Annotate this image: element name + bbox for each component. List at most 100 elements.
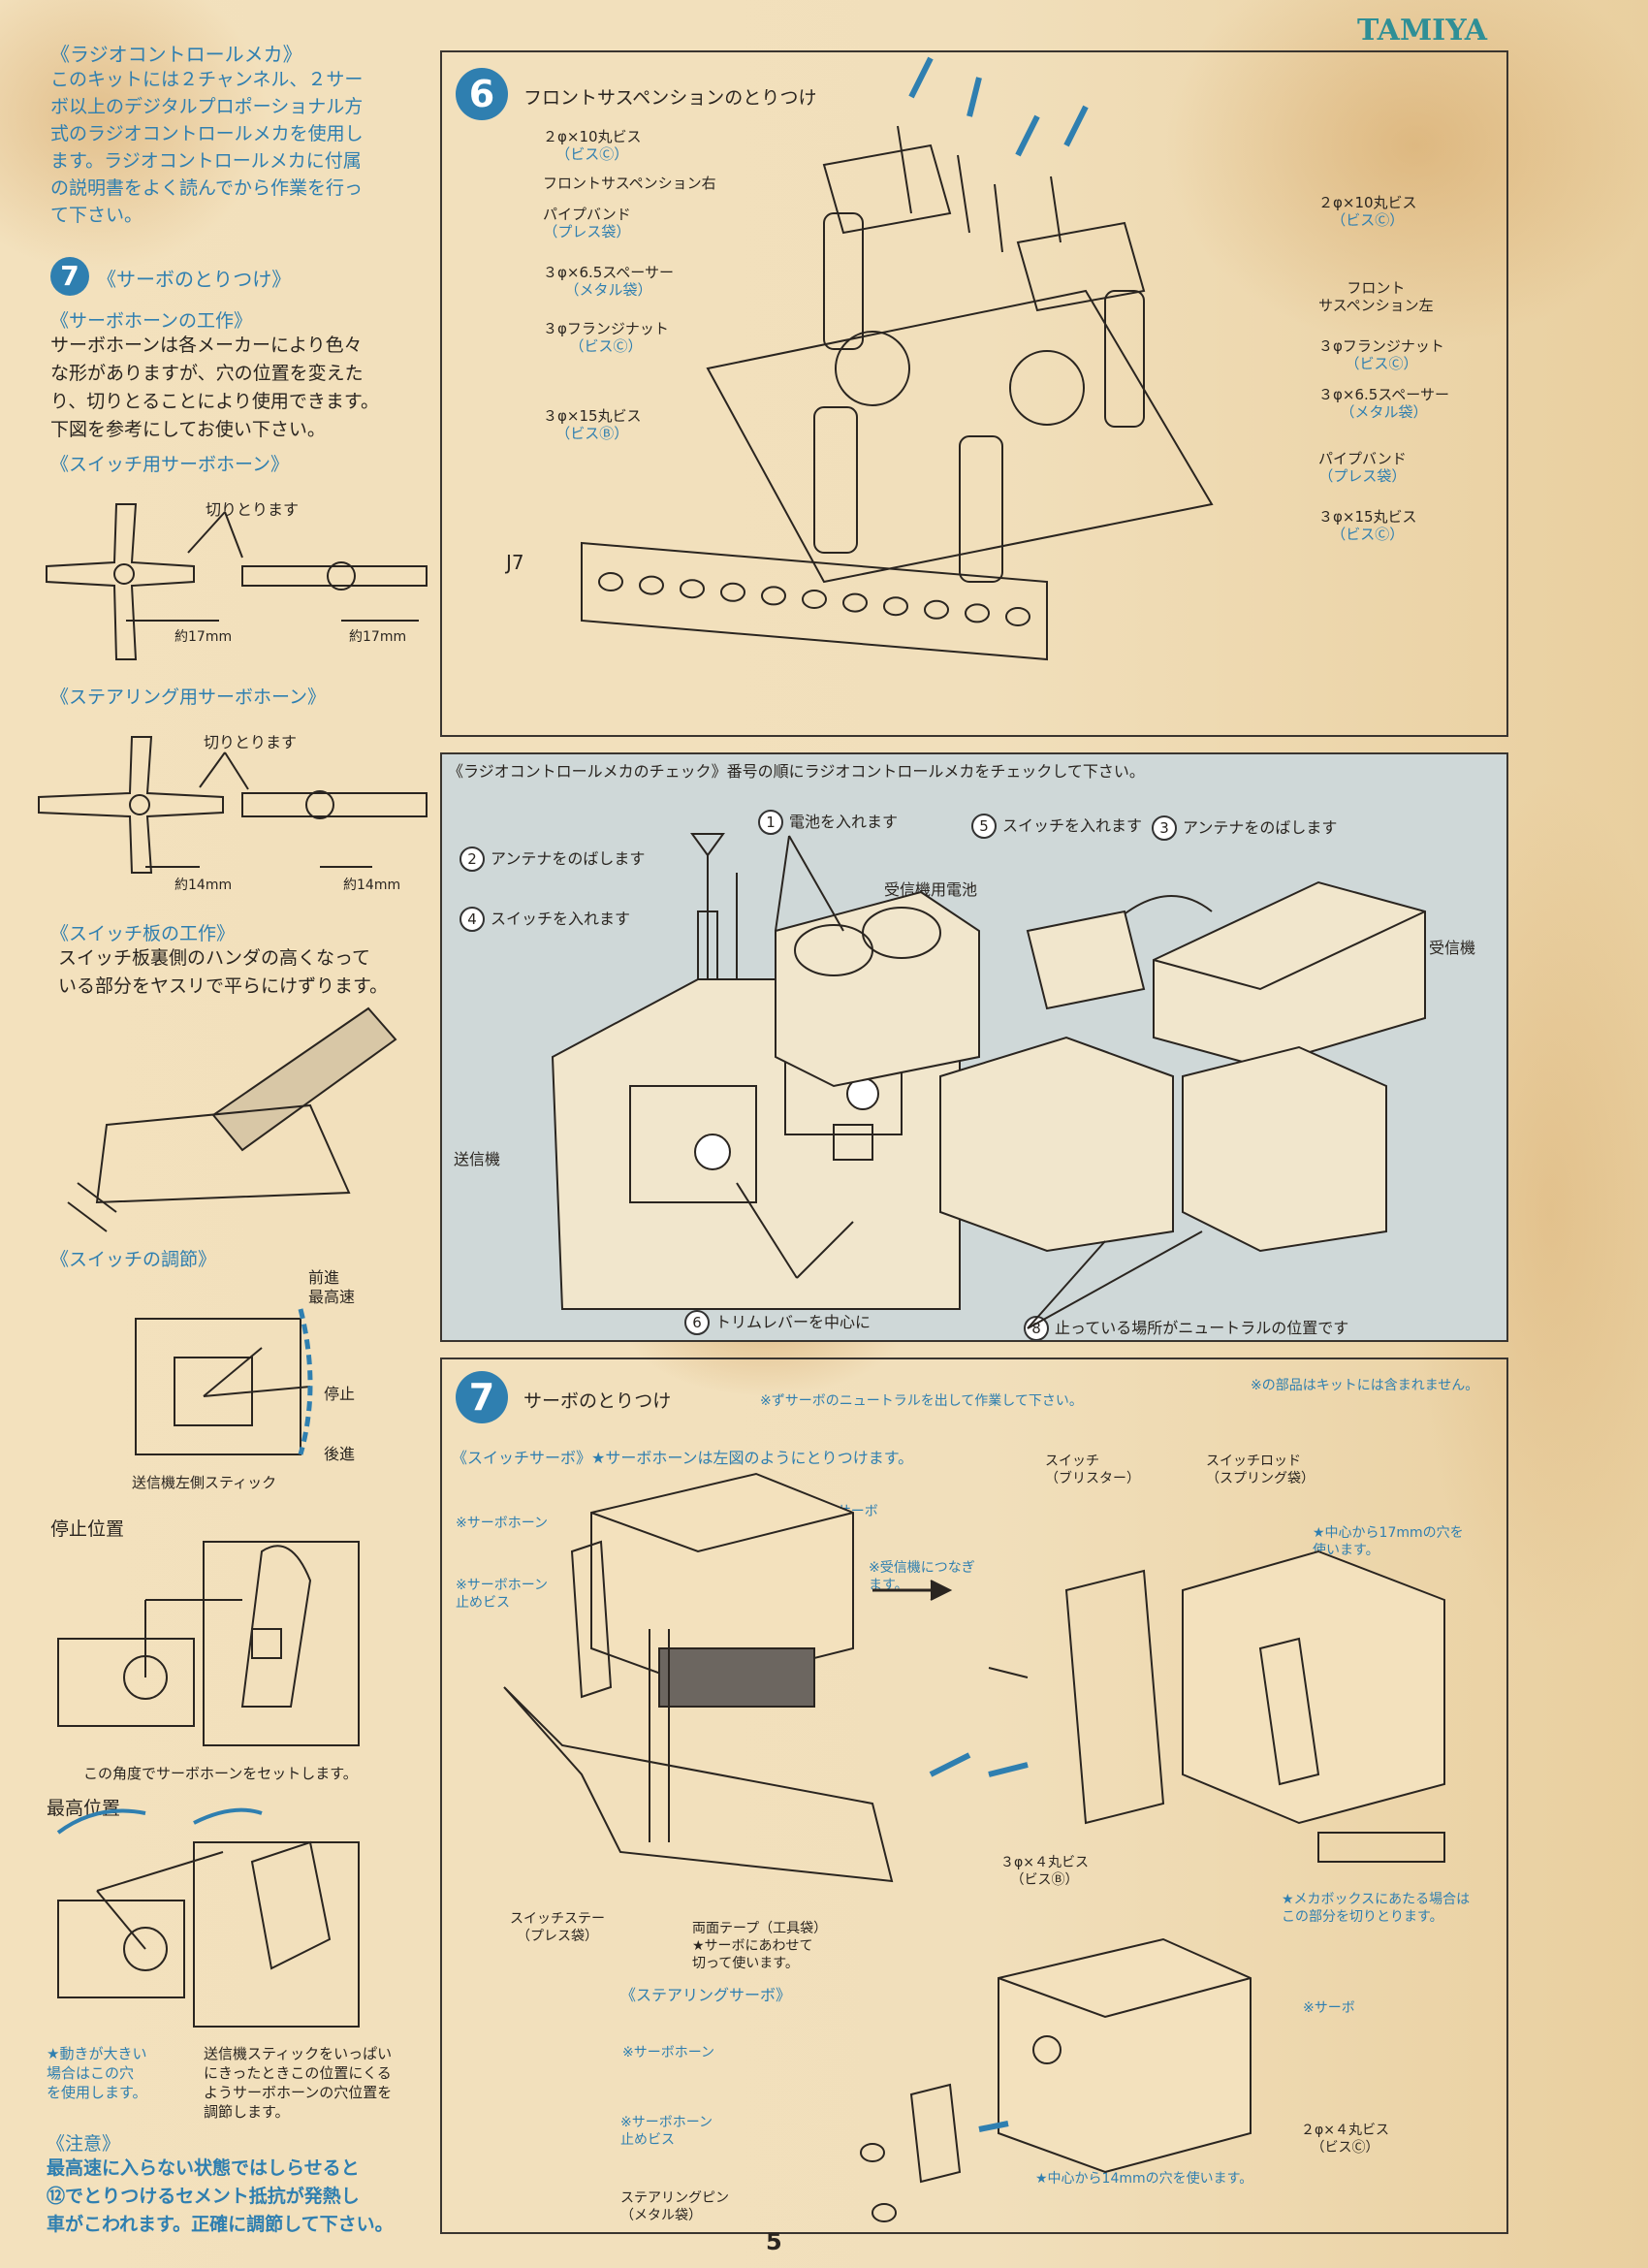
check-step-number: 5 [971, 814, 997, 839]
s-horn-screw-label: ※サーボホーン 止めビス [620, 2115, 713, 2148]
s-servo-horn-label: ※サーボホーン [622, 2045, 715, 2060]
big-move-note: ★動きが大きい場合はこの穴を使用します。 [47, 2044, 147, 2102]
stop-position-drawing [57, 1541, 360, 1746]
caution-line: 最高速に入らない状態ではしらせると [47, 2157, 360, 2179]
step6-right-label-text: ２φ×10丸ビス [1318, 194, 1417, 211]
dim-14-a: 約14mm [174, 878, 233, 893]
steering-servo-horn-drawing [38, 736, 428, 874]
tx-label: Tx2 [820, 1150, 847, 1167]
mecha-note: ★メカボックスにあたる場合は この部分を切りとります。 [1282, 1892, 1471, 1925]
max-position-drawing [56, 1807, 360, 2028]
horn-work-header: 《サーボホーンの工作》 [50, 310, 253, 332]
step-7-badge: 7 [50, 257, 89, 296]
step-7-panel [440, 1358, 1508, 2234]
file-drawing [67, 1006, 397, 1232]
horn-work-line: サーボホーンは各メーカーにより色々 [50, 335, 363, 356]
check-step-number: 6 [684, 1310, 710, 1335]
switch-plate-line: いる部分をヤスリで平らにけずります。 [58, 975, 389, 997]
stop-label: 停止 [324, 1385, 356, 1403]
transmitter-label: 送信機 [454, 1150, 501, 1168]
check-step-text: アンテナをのばします [1183, 818, 1338, 837]
s-servo-label: ※サーボ [1303, 2000, 1355, 2016]
page-number: 5 [766, 2228, 782, 2255]
step6-right-label-text: ３φフランジナット [1318, 337, 1444, 355]
step6-left-label-5: ３φ×15丸ビス（ビスⒷ） [543, 407, 642, 442]
forward-max-label: 前進 最高速 [308, 1268, 356, 1306]
horn-work-line: な形がありますが、穴の位置を変えた [50, 363, 364, 384]
max-note-line: ようサーボホーンの穴位置を [204, 2084, 393, 2101]
step6-left-label-text: フロントサスペンション右 [543, 175, 716, 192]
big-move-note-line: 場合はこの穴 [47, 2064, 135, 2082]
reverse-label: 後進 [324, 1445, 356, 1463]
servo1-label: 1スイッチ用 サーボ [975, 1072, 1058, 1107]
rc-text-line: ます。ラジオコントロールメカに付属 [50, 150, 362, 172]
rc-header: 《ラジオコントロールメカ》 [50, 43, 302, 66]
step-7-panel-badge: 7 [456, 1371, 508, 1423]
check-step-text: トリムレバーを中心に [715, 1313, 872, 1331]
servo2-label: 2ステアリング用 サーボ [1237, 1082, 1348, 1117]
switch-stay-label: スイッチステー （プレス袋） [510, 1911, 605, 1944]
step6-right-label-4: パイプバンド（プレス袋） [1318, 450, 1407, 485]
rc-text-line: て下さい。 [50, 205, 143, 226]
check-step-number: 1 [758, 810, 783, 835]
rc-text-line: ボ以上のデジタルプロポーショナル方 [50, 96, 364, 117]
switch-plate-header: 《スイッチ板の工作》 [50, 923, 236, 944]
stick-label: 送信機左側スティック [132, 1474, 277, 1491]
switch-label: スイッチ （ブリスター） [1045, 1453, 1140, 1486]
cut-label-1: 切りとります [206, 500, 300, 519]
step6-left-label-3: ３φ×6.5スペーサー（メタル袋） [543, 264, 674, 299]
step-6-title: フロントサスペンションのとりつけ [523, 87, 817, 109]
step6-left-label-text: パイプバンド [543, 206, 631, 223]
servo-label: ※サーボ [826, 1504, 878, 1519]
hole14-label: ★中心から14mmの穴を使います。 [1035, 2171, 1253, 2187]
check-step-text: 止っている場所がニュートラルの位置です [1055, 1319, 1349, 1337]
step6-right-label-source: （メタル袋） [1340, 403, 1428, 421]
servo-horn-label: ※サーボホーン [456, 1516, 549, 1531]
receiver-label: 受信機 [1429, 939, 1476, 957]
step6-right-label-source: （ビスⒸ） [1331, 211, 1405, 229]
step6-right-label-text: ３φ×15丸ビス [1318, 508, 1417, 526]
dim-14-b: 約14mm [343, 878, 401, 893]
step6-left-label-source: （ビスⒸ） [569, 337, 643, 355]
max-note-line: 調節します。 [204, 2103, 290, 2121]
cut-label-2: 切りとります [204, 733, 298, 751]
step6-left-label-source: （プレス袋） [543, 223, 631, 240]
stop-position-title: 停止位置 [50, 1518, 125, 1540]
step6-left-label-text: ２φ×10丸ビス [543, 128, 642, 145]
screw-2x4-label: ２φ×４丸ビス （ビスⒸ） [1301, 2123, 1389, 2156]
horn-work-line: 下図を参考にしてお使い下さい。 [50, 419, 326, 440]
caution-line: 車がこわれます。正確に調節して下さい。 [47, 2214, 394, 2235]
check-step-6: 6 トリムレバーを中心に [684, 1309, 871, 1335]
stop-caption: この角度でサーボホーンをセットします。 [83, 1765, 358, 1782]
to-receiver-label: ※受信機につなぎ ます。 [869, 1560, 975, 1593]
rc-text: このキットには２チャンネル、２サーボ以上のデジタルプロポーショナル方式のラジオコ… [50, 66, 364, 229]
check-step-5: 5 スイッチを入れます [971, 813, 1142, 839]
check-header: 《ラジオコントロールメカのチェック》番号の順にラジオコントロールメカをチェックし… [448, 762, 1145, 781]
big-move-note-line: を使用します。 [47, 2084, 147, 2101]
screw-3x4-label: ３φ×４丸ビス （ビスⒷ） [1000, 1855, 1089, 1888]
step6-right-label-text: パイプバンド [1318, 450, 1407, 467]
switch-horn-header: 《スイッチ用サーボホーン》 [50, 454, 290, 475]
caution-header: 《注意》 [47, 2133, 121, 2155]
horn-work-line: り、切りとることにより使用できます。 [50, 391, 379, 412]
check-step-8: 8 止っている場所がニュートラルの位置です [1024, 1315, 1348, 1341]
step6-left-label-0: ２φ×10丸ビス（ビスⒸ） [543, 128, 642, 163]
step6-right-label-0: ２φ×10丸ビス（ビスⒸ） [1318, 194, 1417, 229]
brand-logo: TAMIYA [1357, 14, 1487, 48]
max-note-line: 送信機スティックをいっぱい [204, 2045, 393, 2062]
check-step-number: 8 [1024, 1316, 1049, 1341]
check-step-text: スイッチを入れます [1002, 816, 1143, 835]
step6-left-label-1: フロントサスペンション右 [543, 175, 716, 192]
switch-rod-label: スイッチロッド （スプリング袋） [1206, 1453, 1315, 1486]
check-step-text: スティックを中心に [816, 1274, 956, 1293]
hole17-label: ★中心から17mmの穴を 使います。 [1313, 1525, 1464, 1558]
step6-right-label-source: （プレス袋） [1318, 467, 1407, 485]
switch-servo-header: 《スイッチサーボ》★サーボホーンは左図のようにとりつけます。 [452, 1449, 914, 1467]
big-move-note-line: ★動きが大きい [47, 2045, 147, 2062]
step6-left-label-text: ３φ×6.5スペーサー [543, 264, 674, 281]
step6-right-label-source: （ビスⒸ） [1345, 355, 1418, 372]
